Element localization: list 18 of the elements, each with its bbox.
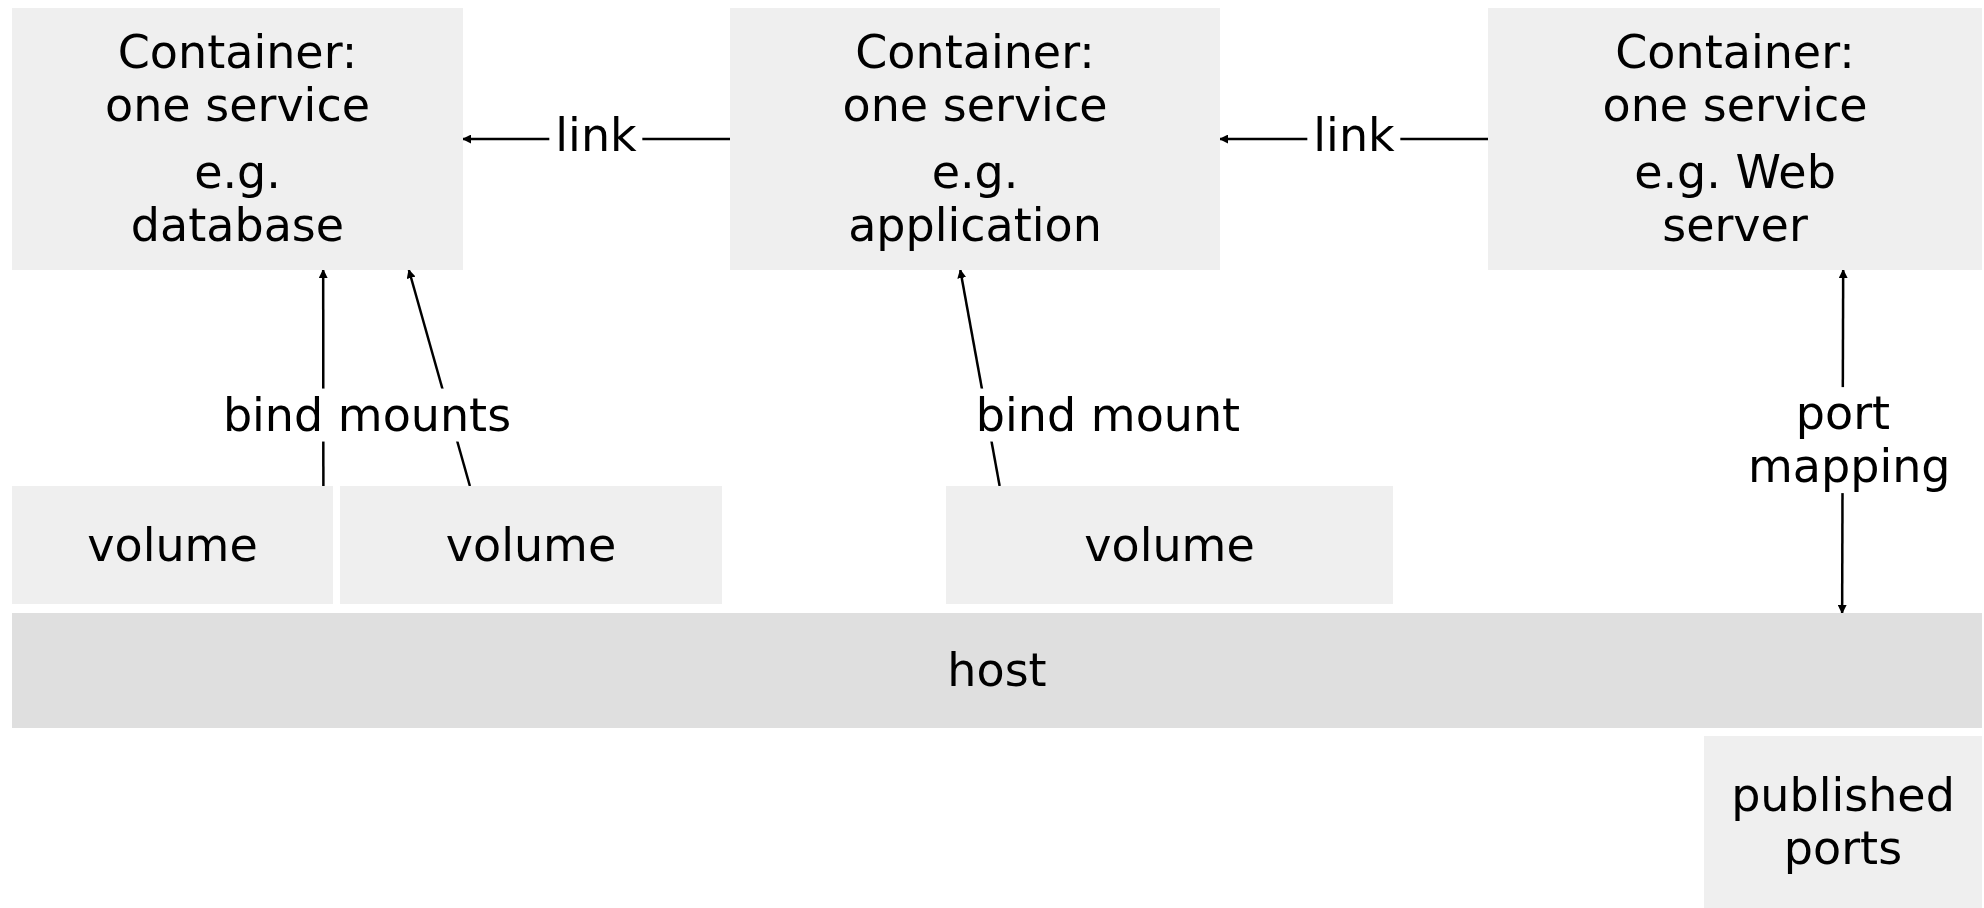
service-box (12, 8, 463, 270)
box-text: volume (1084, 518, 1255, 572)
service-box (12, 486, 333, 604)
host-bar (12, 613, 1982, 728)
box-text: volume (87, 518, 258, 572)
box-text: Container: one service (841, 26, 1109, 132)
service-box (730, 8, 1220, 270)
box-text: volume (445, 518, 617, 572)
box-text: Container: one service (104, 26, 371, 132)
box-text: e.g. database (129, 146, 346, 252)
service-box (946, 486, 1393, 604)
box-text: e.g. application (847, 146, 1103, 252)
service-box (340, 486, 722, 604)
box-text: host (947, 644, 1047, 697)
service-box (1488, 8, 1982, 270)
box-text: published ports (1730, 769, 1956, 875)
box-text: Container: one service (1601, 26, 1869, 132)
box-text: e.g. Web server (1633, 146, 1837, 252)
